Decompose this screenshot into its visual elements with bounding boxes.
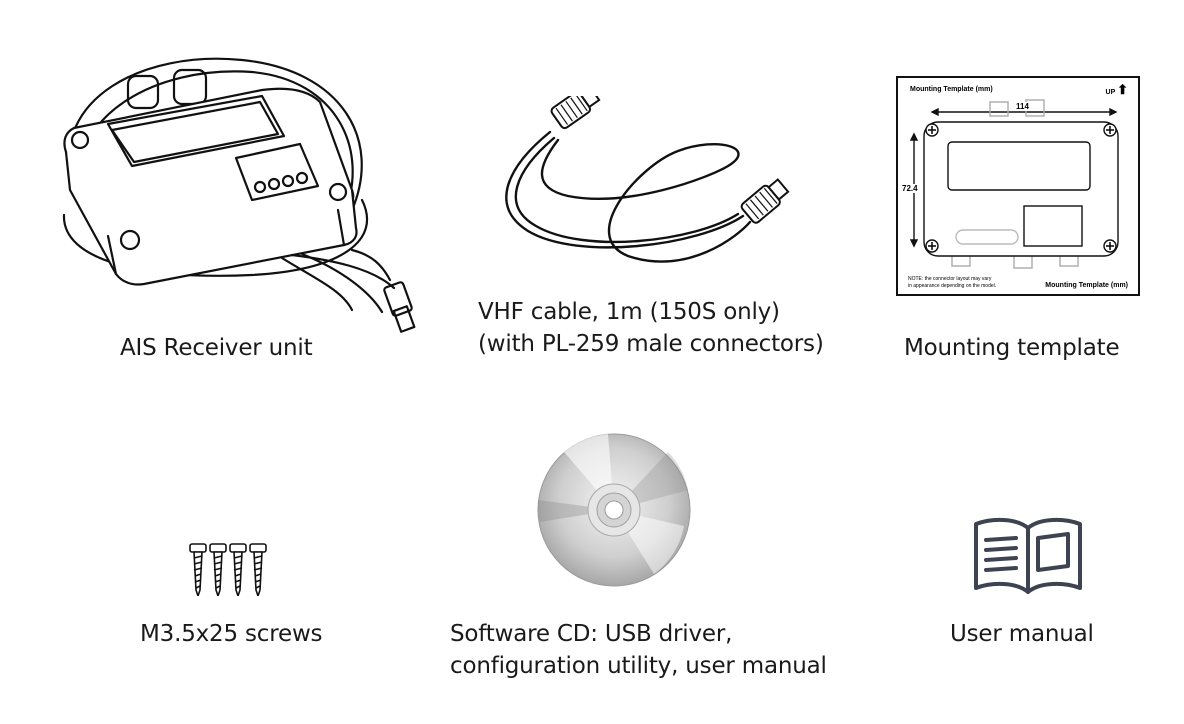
vhf-cable-caption-line1: VHF cable, 1m (150S only) [478,299,780,325]
software-cd-illustration [537,433,691,587]
screws-caption: M3.5x25 screws [140,621,323,647]
template-drawing [909,99,1119,269]
cd-caption-line2: configuration utility, user manual [450,653,827,679]
up-arrow-icon: ⬆ [1117,82,1128,97]
vhf-cable-caption-line2: (with PL-259 male connectors) [478,331,824,357]
template-up-label: UP ⬆ [1106,82,1128,98]
mounting-template-sheet: Mounting Template (mm) UP ⬆ [896,76,1140,296]
template-footer-title: Mounting Template (mm) [1045,282,1128,289]
template-note-line1: NOTE: the connector layout may vary [908,276,992,282]
template-header-title: Mounting Template (mm) [910,86,993,93]
template-note-line2: in appearance depending on the model. [908,283,997,289]
receiver-caption: AIS Receiver unit [120,335,313,361]
template-width-dimension: 114 [1014,102,1031,111]
ais-receiver-illustration [62,57,416,333]
up-label: UP [1105,89,1116,96]
screws-illustration [189,543,267,596]
vhf-cable-illustration [505,96,790,263]
user-manual-book-icon [974,517,1082,594]
template-caption: Mounting template [904,335,1120,361]
manual-caption: User manual [950,621,1094,647]
template-height-dimension: 72.4 [902,184,918,193]
cd-caption-line1: Software CD: USB driver, [450,621,733,647]
